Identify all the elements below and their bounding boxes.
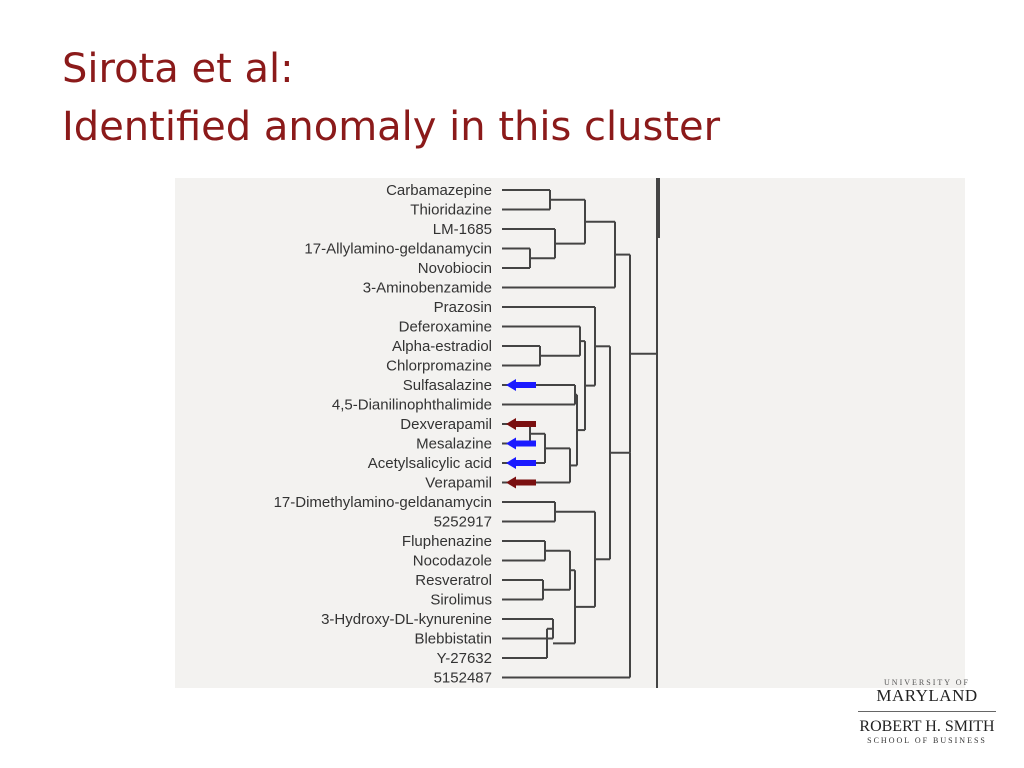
title-line-2: Identified anomaly in this cluster: [62, 104, 721, 150]
leaf-label: 3-Aminobenzamide: [363, 280, 492, 297]
logo-divider: [858, 711, 996, 712]
leaf-label: Sulfasalazine: [403, 377, 492, 394]
leaf-label: 17-Allylamino-geldanamycin: [304, 241, 492, 258]
leaf-label: Y-27632: [437, 650, 492, 667]
logo-school-sub: SCHOOL OF BUSINESS: [867, 736, 987, 745]
leaf-label: Carbamazepine: [386, 182, 492, 199]
leaf-label: 3-Hydroxy-DL-kynurenine: [321, 611, 492, 628]
logo-school-name: ROBERT H. SMITH: [859, 718, 995, 735]
leaf-label: Prazosin: [434, 299, 492, 316]
leaf-label: Sirolimus: [430, 592, 492, 609]
highlight-arrow-head: [506, 379, 516, 391]
highlight-arrow-head: [506, 437, 516, 450]
slide-title: Sirota et al: Identified anomaly in this…: [62, 40, 720, 156]
leaf-label: Novobiocin: [418, 260, 492, 277]
leaf-label: LM-1685: [433, 221, 492, 238]
highlight-arrow-head: [506, 457, 516, 469]
leaf-label: Resveratrol: [415, 572, 492, 589]
logo-maryland: MARYLAND: [876, 686, 978, 705]
leaf-label: Mesalazine: [416, 436, 492, 453]
leaf-label: 5152487: [434, 670, 492, 687]
leaf-label: 17-Dimethylamino-geldanamycin: [274, 494, 492, 511]
logo-university: UNIVERSITY OF: [884, 678, 970, 687]
leaf-label: Verapamil: [425, 475, 492, 492]
leaf-label: Fluphenazine: [402, 533, 492, 550]
leaf-label: Nocodazole: [413, 553, 492, 570]
leaf-label: Deferoxamine: [399, 319, 492, 336]
leaf-label: Blebbistatin: [414, 631, 492, 648]
leaf-label: 4,5-Dianilinophthalimide: [332, 397, 492, 414]
highlight-arrow-head: [506, 476, 516, 489]
leaf-label: Dexverapamil: [400, 416, 492, 433]
title-line-1: Sirota et al:: [62, 46, 294, 92]
leaf-label: Thioridazine: [410, 202, 492, 219]
leaf-label: Chlorpromazine: [386, 358, 492, 375]
umd-smith-logo: UNIVERSITY OF MARYLAND ROBERT H. SMITH S…: [852, 678, 1002, 746]
highlight-arrow-head: [506, 418, 516, 430]
leaf-label: Alpha-estradiol: [392, 338, 492, 355]
leaf-label: 5252917: [434, 514, 492, 531]
leaf-label: Acetylsalicylic acid: [368, 455, 492, 472]
